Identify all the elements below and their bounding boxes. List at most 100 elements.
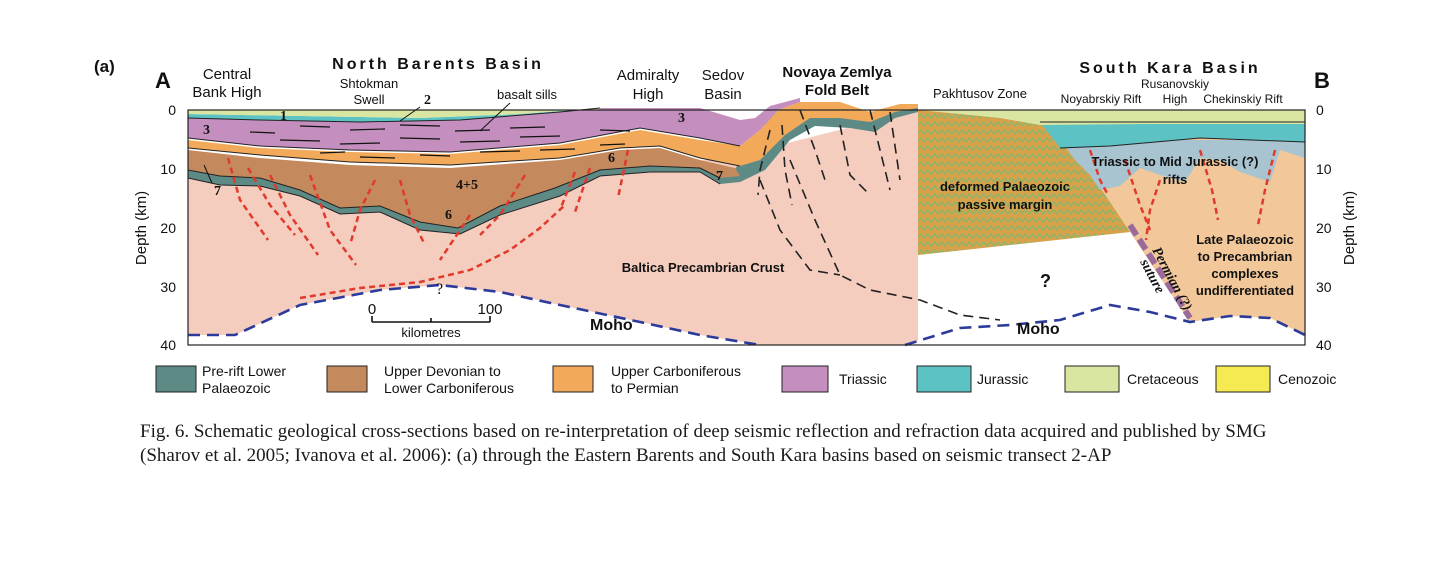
unit-upper-devonian: [188, 148, 740, 228]
legend-label: Triassic: [839, 371, 887, 387]
depth-tick: 20: [160, 220, 176, 236]
depth-tick: 0: [1316, 102, 1324, 118]
mantle-right: [905, 305, 1305, 345]
legend-item-cretaceous: Cretaceous: [1064, 365, 1199, 393]
legend-swatch: [155, 365, 197, 393]
label-central-bank-high-2: Bank High: [192, 84, 261, 101]
unknown-block: [918, 232, 1195, 345]
unit-number: 3: [678, 111, 685, 126]
depth-axis-right: 0 10 20 30 40 Depth (km): [1316, 102, 1358, 353]
depth-axis-label-left: Depth (km): [133, 191, 150, 265]
thrusts: [757, 109, 1001, 321]
depth-tick: 0: [168, 102, 176, 118]
label-late-palaeozoic-4: undifferentiated: [1196, 283, 1294, 298]
label-deformed-2: passive margin: [958, 197, 1053, 212]
unit-number: 2: [424, 93, 431, 108]
figure-caption: Fig. 6. Schematic geological cross-secti…: [140, 421, 1267, 466]
label-admiralty-2: High: [633, 86, 664, 103]
depth-tick: 30: [1316, 279, 1332, 295]
faults: [226, 149, 1277, 300]
label-north-barents-basin: North Barents Basin: [332, 56, 544, 73]
label-pakhtusov: Pakhtusov Zone: [933, 86, 1027, 101]
basalt-sills: [249, 124, 631, 159]
depth-tick: 10: [160, 161, 176, 177]
label-late-palaeozoic-3: complexes: [1211, 266, 1278, 281]
unit-triassic: [188, 98, 800, 152]
unit-jurassic-right: [1040, 122, 1305, 148]
unit-carboniferous-permian: [188, 102, 918, 166]
legend-swatch: [326, 365, 368, 393]
legend-swatch: [552, 365, 594, 393]
unit-number: 6: [608, 151, 615, 166]
unit-number: 4+5: [456, 178, 478, 193]
legend-item-pre-rift: Pre-rift Lower Palaeozoic: [155, 363, 286, 396]
panel-label: (a): [94, 57, 115, 76]
legend-label: Jurassic: [977, 371, 1028, 387]
moho-lines: [188, 283, 1306, 347]
label-central-bank-high-1: Central: [203, 66, 251, 83]
legend-label: Cretaceous: [1127, 371, 1199, 387]
unit-number: 6: [445, 208, 452, 223]
rift-fill: [1060, 140, 1305, 190]
label-late-palaeozoic-2: to Precambrian: [1198, 249, 1293, 264]
label-sedov-1: Sedov: [702, 67, 745, 84]
label-shtokman-2: Swell: [353, 92, 384, 107]
depth-tick: 30: [160, 279, 176, 295]
deformed-margin: [918, 110, 1130, 255]
legend-label: Cenozoic: [1278, 371, 1336, 387]
label-late-palaeozoic-1: Late Palaeozoic: [1196, 232, 1294, 247]
label-noyabrskiy: Noyabrskiy Rift: [1061, 92, 1142, 106]
label-rifts-1: Triassic to Mid Jurassic (?): [1092, 154, 1259, 169]
legend-swatch: [781, 365, 829, 393]
unit-numbers: 1 2 3 3 4+5 6 6 7 7: [203, 93, 723, 223]
label-sedov-2: Basin: [704, 86, 742, 103]
label-moho-left: Moho: [590, 317, 633, 334]
legend-label: Upper Devonian to: [384, 363, 501, 379]
legend-item-upper-devonian: Upper Devonian to Lower Carboniferous: [326, 363, 514, 396]
label-novaya-2: Fold Belt: [805, 82, 869, 99]
mantle-left: [188, 285, 760, 345]
in-section-labels: deformed Palaeozoic passive margin Trias…: [436, 154, 1294, 338]
unit-number: 3: [203, 123, 210, 138]
unit-number: 1: [280, 109, 287, 124]
label-deformed-1: deformed Palaeozoic: [940, 179, 1070, 194]
label-rifts-2: rifts: [1163, 172, 1188, 187]
unit-number: 7: [214, 184, 221, 199]
question-mark-unknown: ?: [1040, 271, 1051, 291]
depth-tick: 40: [1316, 337, 1332, 353]
label-south-kara-basin: South Kara Basin: [1079, 60, 1260, 77]
depth-axis-left: 0 10 20 30 40 Depth (km): [133, 102, 176, 353]
label-admiralty-1: Admiralty: [617, 67, 680, 84]
label-chekinskiy: Chekinskiy Rift: [1203, 92, 1283, 106]
depth-tick: 10: [1316, 161, 1332, 177]
legend-label: Palaeozoic: [202, 380, 271, 396]
unit-number: 7: [716, 169, 723, 184]
label-rusanovskiy-2: High: [1163, 92, 1188, 106]
top-labels: A B Central Bank High North Barents Basi…: [155, 56, 1330, 107]
scale-end: 100: [477, 301, 502, 318]
section-start-label: A: [155, 68, 171, 93]
legend-item-triassic: Triassic: [781, 365, 887, 393]
depth-tick: 40: [160, 337, 176, 353]
legend: Pre-rift Lower Palaeozoic Upper Devonian…: [155, 363, 1336, 396]
layer-outlines: [187, 107, 1306, 235]
scale-bar: 0 100 kilometres: [368, 301, 503, 340]
permian-suture: [1127, 223, 1193, 320]
question-mark-crust: ?: [436, 281, 443, 298]
legend-swatch: [1215, 365, 1271, 393]
leader-lines: [203, 102, 511, 184]
section-frame: [187, 109, 1306, 346]
depth-tick: 20: [1316, 220, 1332, 236]
label-baltica: Baltica Precambrian Crust: [622, 260, 785, 275]
scale-unit: kilometres: [401, 325, 461, 340]
legend-label: to Permian: [611, 380, 679, 396]
scale-start: 0: [368, 301, 376, 318]
label-novaya-1: Novaya Zemlya: [782, 64, 892, 81]
legend-swatch: [1064, 365, 1120, 393]
label-basalt-sills: basalt sills: [497, 87, 557, 102]
legend-item-cenozoic: Cenozoic: [1215, 365, 1336, 393]
legend-swatch: [916, 365, 972, 393]
unit-jurassic-left: [188, 108, 600, 122]
legend-label: Pre-rift Lower: [202, 363, 286, 379]
